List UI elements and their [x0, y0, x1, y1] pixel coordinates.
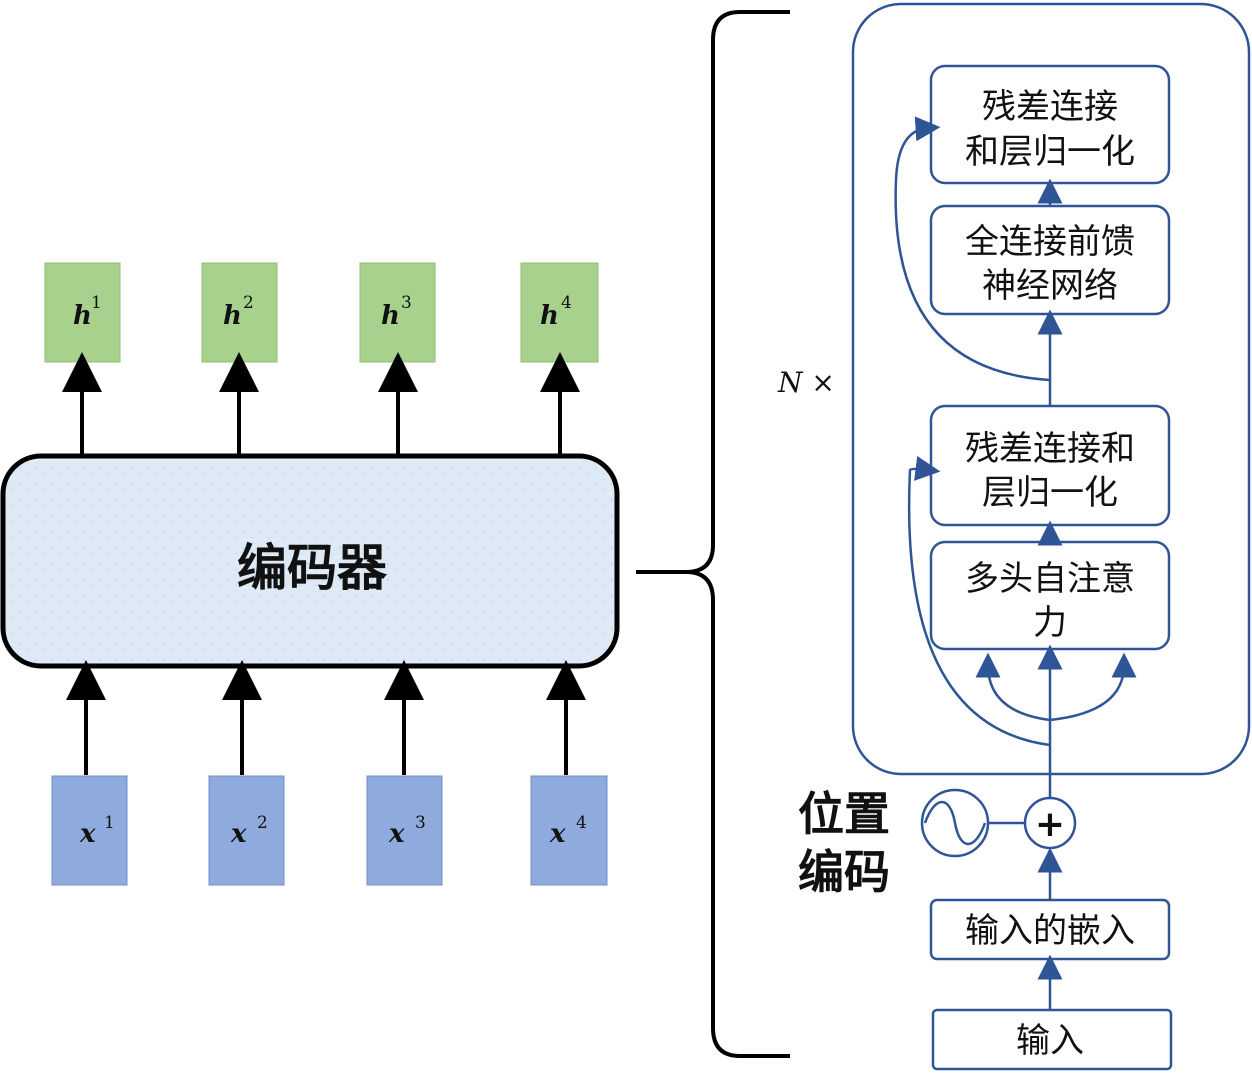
- input-boxes: x 1 x 2 x 3 x 4: [51, 775, 608, 886]
- output-arrows: [62, 352, 580, 455]
- output-var-4: h: [540, 301, 559, 331]
- feed-forward-line2: 神经网络: [982, 266, 1118, 306]
- encoder-box: [0, 453, 620, 669]
- encoder-layer: 残差连接 和层归一化 全连接前馈 神经网络 残差连接和 层归一化 多头自注意 力: [851, 2, 1251, 805]
- add-norm-top-line2: 和层归一化: [965, 132, 1135, 172]
- input-x4: x 4: [530, 775, 608, 886]
- repeat-label: N ×: [777, 366, 835, 399]
- embedding-label: 输入的嵌入: [965, 911, 1135, 951]
- output-h1: h 1: [44, 262, 121, 363]
- output-sup-1: 1: [91, 293, 102, 313]
- add-symbol: +: [1035, 804, 1065, 845]
- output-sup-2: 2: [243, 293, 254, 313]
- input-x1: x 1: [51, 775, 128, 886]
- output-var-2: h: [223, 301, 242, 331]
- input-var-4: x: [549, 819, 566, 849]
- residual-bottom: [907, 456, 1051, 747]
- output-sup-4: 4: [561, 293, 572, 313]
- add-norm-bottom-line1: 残差连接和: [965, 429, 1135, 469]
- output-box-2: [201, 262, 278, 363]
- input-var-2: x: [230, 819, 247, 849]
- attention-line1: 多头自注意: [965, 559, 1135, 599]
- feed-forward: 全连接前馈 神经网络: [929, 204, 1171, 316]
- add-icon: +: [1023, 796, 1077, 850]
- curly-brace: [636, 10, 790, 1058]
- add-norm-bottom-line2: 层归一化: [982, 473, 1118, 513]
- input-arrows: [66, 660, 586, 775]
- input-var-1: x: [79, 819, 96, 849]
- output-h3: h 3: [359, 262, 436, 363]
- output-h2: h 2: [201, 262, 278, 363]
- layer-connectors: [894, 116, 1137, 805]
- input-box-4: [530, 775, 608, 886]
- arrow-left-branch: [975, 652, 1051, 722]
- output-var-3: h: [381, 301, 400, 331]
- input-x2: x 2: [208, 775, 285, 886]
- encoder-label: 编码器: [237, 539, 388, 597]
- input-box-2: [208, 775, 285, 886]
- residual-top: [894, 116, 1051, 382]
- input-label: 输入: [1016, 1021, 1084, 1061]
- output-h4: h 4: [520, 262, 599, 363]
- input-box: [931, 1008, 1173, 1071]
- input-box-3: [366, 775, 443, 886]
- add-norm-bottom: 残差连接和 层归一化: [929, 404, 1171, 527]
- input-sup-2: 2: [257, 813, 268, 833]
- sine-wave-icon: [920, 788, 990, 858]
- output-sup-3: 3: [401, 293, 412, 313]
- positional-encoding-line1: 位置: [798, 787, 890, 841]
- encoder-block: 编码器: [0, 453, 620, 669]
- input-sup-3: 3: [415, 813, 426, 833]
- output-var-1: h: [73, 301, 92, 331]
- output-box-1: [44, 262, 121, 363]
- input-box-1: [51, 775, 128, 886]
- feed-forward-line1: 全连接前馈: [965, 222, 1135, 262]
- attention-line2: 力: [1033, 603, 1067, 643]
- add-norm-top: 残差连接 和层归一化: [929, 64, 1171, 185]
- output-box-3: [359, 262, 436, 363]
- add-norm-top-line1: 残差连接: [982, 87, 1118, 127]
- input-sup-4: 4: [576, 813, 587, 833]
- input-x3: x 3: [366, 775, 443, 886]
- input-sup-1: 1: [104, 813, 115, 833]
- raw-input: 输入: [931, 1008, 1173, 1071]
- output-box-4: [520, 262, 599, 363]
- positional-encoding-line2: 编码: [798, 845, 890, 899]
- multi-head-attention: 多头自注意 力: [929, 540, 1171, 651]
- output-boxes: h 1 h 2 h 3 h 4: [44, 262, 599, 363]
- input-embedding: 输入的嵌入: [929, 898, 1171, 961]
- arrow-right-branch: [1049, 652, 1137, 722]
- input-var-3: x: [388, 819, 405, 849]
- positional-encoding: 位置 编码 +: [798, 787, 1077, 899]
